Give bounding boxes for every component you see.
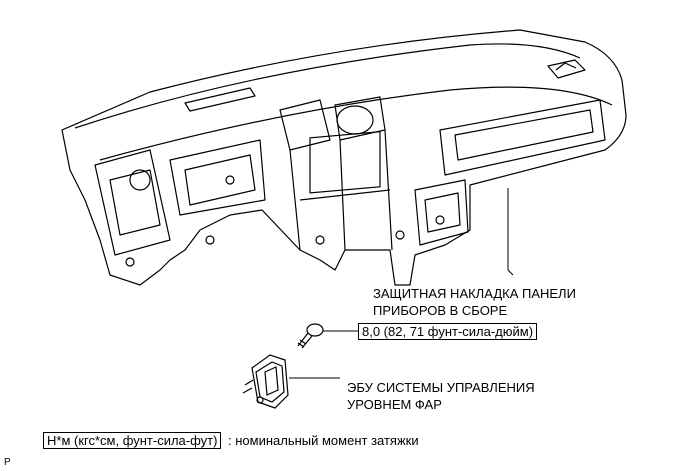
- passenger-panel: [439, 99, 606, 176]
- ecu-label-line2: УРОВНЕМ ФАР: [347, 397, 442, 412]
- right-top-vent: [547, 59, 586, 79]
- center-frame: [289, 129, 393, 251]
- headlamp-leveling-ecu: [242, 354, 289, 409]
- corner-mark: P: [4, 457, 11, 468]
- defroster-vent: [184, 87, 256, 112]
- bolt: [297, 323, 324, 349]
- panel-label-line2: ПРИБОРОВ В СБОРЕ: [373, 303, 508, 318]
- left-vent-ring: [129, 169, 151, 191]
- center-opening: [309, 131, 381, 194]
- left-frame: [94, 149, 171, 256]
- center-duct: [336, 105, 374, 135]
- center-vent-left: [279, 99, 331, 151]
- ecu-label-line1: ЭБУ СИСТЕМЫ УПРАВЛЕНИЯ: [347, 380, 535, 395]
- dash-front-contour: [99, 86, 613, 161]
- mounting-bolts: [125, 175, 445, 267]
- leader-line-panel: [507, 188, 514, 276]
- left-duct: [169, 139, 266, 216]
- legend-box: Н*м (кгс*см, фунт-сила-фут): [43, 432, 222, 449]
- right-lower-bracket: [414, 179, 469, 246]
- legend-text: : номинальный момент затяжки: [228, 433, 419, 448]
- dash-top-contour: [74, 43, 581, 129]
- torque-value: 8,0 (82, 71 фунт-сила-дюйм): [358, 323, 538, 340]
- passenger-panel-inner: [454, 109, 594, 161]
- panel-label-line1: ЗАЩИТНАЯ НАКЛАДКА ПАНЕЛИ: [373, 286, 576, 301]
- instrument-panel-outline: [61, 29, 627, 286]
